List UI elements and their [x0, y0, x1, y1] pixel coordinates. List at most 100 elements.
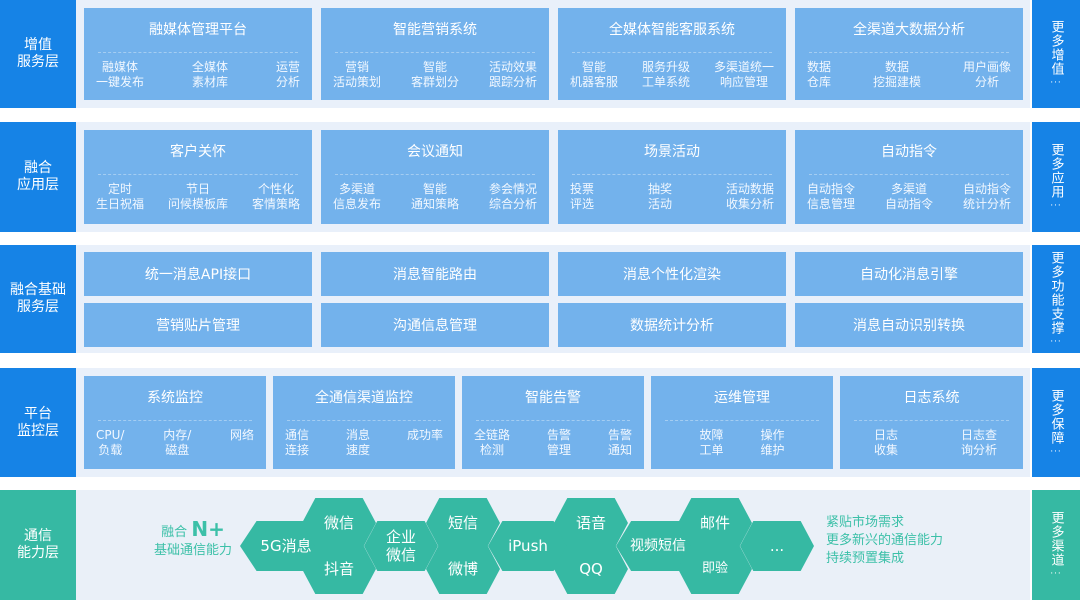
market-line: 更多新兴的通信能力: [826, 533, 944, 548]
card-sub-item: 内存/ 磁盘: [163, 428, 192, 457]
card-title: 全媒体智能客服系统: [609, 22, 735, 38]
card-sub-item: 全媒体 素材库: [191, 60, 228, 89]
card-sub-item: 成功率: [406, 428, 443, 442]
card-sub-item: 数据 仓库: [807, 60, 832, 89]
card-sub-item: 消息 速度: [345, 428, 370, 457]
item-marketing-patch[interactable]: 营销贴片管理: [84, 303, 312, 347]
channel-jiyan[interactable]: 即验: [678, 544, 752, 594]
card-sub-item: 用户画像 分析: [962, 60, 1011, 89]
card-auto-command[interactable]: 自动指令 自动指令 信息管理 多渠道 自动指令 自动指令 统计分析: [795, 130, 1023, 224]
more-label: 更多渠道: [1048, 511, 1064, 567]
card-title: 系统监控: [147, 390, 203, 406]
layer-label: 通信 能力层: [0, 490, 76, 600]
more-functions[interactable]: 更多功能支撑 ···: [1032, 245, 1080, 353]
ellipsis-icon: ···: [1050, 569, 1062, 579]
layer-label: 融合基础 服务层: [0, 245, 76, 353]
card-sub-item: 告警 管理: [546, 428, 571, 457]
layer-content: 融媒体管理平台 融媒体 一键发布 全媒体 素材库 运营 分析 智能营销系统 营销…: [76, 0, 1030, 108]
card-sub-item: 故障 工单: [699, 428, 724, 457]
item-data-statistics[interactable]: 数据统计分析: [558, 303, 786, 347]
channel-wecom[interactable]: 企业 微信: [364, 521, 438, 571]
layer-content: 客户关怀 定时 生日祝福 节日 问候模板库 个性化 客情策略 会议通知 多渠道 …: [76, 122, 1030, 232]
card-sub-item: 自动指令 信息管理: [807, 182, 856, 211]
card-meeting-notice[interactable]: 会议通知 多渠道 信息发布 智能 通知策略 参会情况 综合分析: [321, 130, 549, 224]
slogan-n-plus: N+: [191, 517, 225, 541]
card-sub-item: 通信 连接: [285, 428, 310, 457]
divider: [809, 52, 1009, 53]
card-title: 客户关怀: [170, 144, 226, 160]
layer-foundation-services: 融合基础 服务层 统一消息API接口 消息智能路由 消息个性化渲染 自动化消息引…: [0, 245, 1080, 353]
card-ops-management[interactable]: 运维管理 故障 工单 操作 维护: [651, 376, 833, 469]
item-smart-routing[interactable]: 消息智能路由: [321, 252, 549, 296]
item-unified-api[interactable]: 统一消息API接口: [84, 252, 312, 296]
card-title: 自动指令: [881, 144, 937, 160]
card-sub-item: CPU/ 负载: [96, 428, 125, 457]
channel-voice[interactable]: 语音: [554, 498, 628, 548]
more-value-added[interactable]: 更多增值 ···: [1032, 0, 1080, 108]
slogan-prefix: 融合: [161, 525, 188, 540]
item-auto-engine[interactable]: 自动化消息引擎: [795, 252, 1023, 296]
card-sub-item: 融媒体 一键发布: [96, 60, 145, 89]
card-system-monitor[interactable]: 系统监控 CPU/ 负载 内存/ 磁盘 网络: [84, 376, 266, 469]
channel-weibo[interactable]: 微博: [426, 544, 500, 594]
market-line: 紧贴市场需求: [826, 515, 905, 530]
divider: [98, 420, 252, 421]
card-sub-item: 参会情况 综合分析: [488, 182, 537, 211]
channel-sms[interactable]: 短信: [426, 498, 500, 548]
divider: [335, 52, 535, 53]
item-communication-info[interactable]: 沟通信息管理: [321, 303, 549, 347]
more-assurance[interactable]: 更多保障 ···: [1032, 368, 1080, 477]
card-title: 会议通知: [407, 144, 463, 160]
card-sub-item: 服务升级 工单系统: [641, 60, 690, 89]
more-label: 更多增值: [1048, 20, 1064, 76]
channel-wechat[interactable]: 微信: [302, 498, 376, 548]
channel-ipush[interactable]: iPush: [488, 521, 568, 571]
ellipsis-icon: ···: [1050, 446, 1062, 457]
channel-more[interactable]: ...: [740, 521, 814, 571]
item-personalized-render[interactable]: 消息个性化渲染: [558, 252, 786, 296]
card-sub-item: 定时 生日祝福: [96, 182, 145, 211]
divider: [665, 420, 819, 421]
more-channels[interactable]: 更多渠道 ···: [1032, 490, 1080, 600]
channel-email[interactable]: 邮件: [678, 498, 752, 548]
layer-platform-monitoring: 平台 监控层 系统监控 CPU/ 负载 内存/ 磁盘 网络 全通信渠道监控 通信…: [0, 368, 1080, 477]
layer-content: 融合 N+ 基础通信能力 5G消息 微信 抖音 企业 微信 短信 微博 iPus…: [76, 490, 1030, 600]
card-big-data[interactable]: 全渠道大数据分析 数据 仓库 数据 挖掘建模 用户画像 分析: [795, 8, 1023, 100]
divider: [476, 420, 630, 421]
ellipsis-icon: ···: [1050, 201, 1062, 211]
card-customer-care[interactable]: 客户关怀 定时 生日祝福 节日 问候模板库 个性化 客情策略: [84, 130, 312, 224]
card-smart-marketing[interactable]: 智能营销系统 营销 活动策划 智能 客群划分 活动效果 跟踪分析: [321, 8, 549, 100]
more-label: 更多保障: [1048, 388, 1064, 445]
card-smart-alert[interactable]: 智能告警 全链路 检测 告警 管理 告警 通知: [462, 376, 644, 469]
channel-douyin[interactable]: 抖音: [302, 544, 376, 594]
card-channel-monitor[interactable]: 全通信渠道监控 通信 连接 消息 速度 成功率: [273, 376, 455, 469]
card-customer-service[interactable]: 全媒体智能客服系统 智能 机器客服 服务升级 工单系统 多渠道统一 响应管理: [558, 8, 786, 100]
card-sub-item: 数据 挖掘建模: [872, 60, 921, 89]
card-sub-item: 智能 客群划分: [410, 60, 459, 89]
ellipsis-icon: ···: [1050, 337, 1062, 347]
more-applications[interactable]: 更多应用 ···: [1032, 122, 1080, 232]
divider: [572, 52, 772, 53]
card-sub-item: 日志查 询分析: [960, 428, 997, 457]
layer-label: 平台 监控层: [0, 368, 76, 477]
card-media-platform[interactable]: 融媒体管理平台 融媒体 一键发布 全媒体 素材库 运营 分析: [84, 8, 312, 100]
more-label: 更多功能支撑: [1048, 251, 1064, 335]
card-sub-item: 多渠道 信息发布: [333, 182, 382, 211]
card-sub-item: 日志 收集: [874, 428, 899, 457]
card-sub-item: 运营 分析: [275, 60, 300, 89]
card-sub-item: 网络: [229, 428, 254, 442]
card-title: 智能告警: [525, 390, 581, 406]
divider: [98, 52, 298, 53]
card-scenario-activity[interactable]: 场景活动 投票 评选 抽奖 活动 活动数据 收集分析: [558, 130, 786, 224]
item-auto-recognition[interactable]: 消息自动识别转换: [795, 303, 1023, 347]
slogan-line2: 基础通信能力: [153, 543, 232, 558]
card-title: 场景活动: [644, 144, 700, 160]
card-sub-item: 活动数据 收集分析: [725, 182, 774, 211]
card-sub-item: 投票 评选: [570, 182, 595, 211]
channel-qq[interactable]: QQ: [554, 544, 628, 594]
card-sub-item: 智能 通知策略: [410, 182, 459, 211]
card-sub-item: 自动指令 统计分析: [962, 182, 1011, 211]
divider: [287, 420, 441, 421]
card-sub-item: 多渠道统一 响应管理: [713, 60, 774, 89]
card-log-system[interactable]: 日志系统 日志 收集 日志查 询分析: [840, 376, 1023, 469]
